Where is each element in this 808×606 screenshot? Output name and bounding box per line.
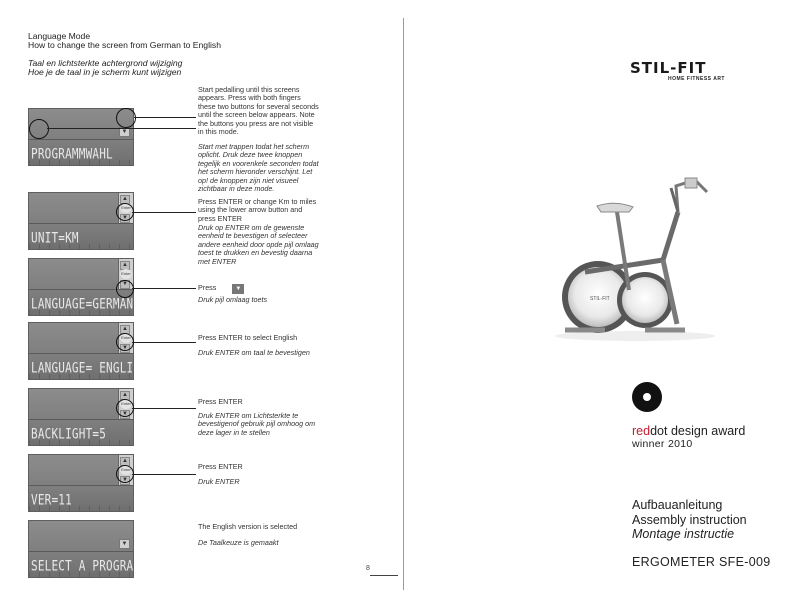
award-rest: design award: [667, 424, 746, 438]
manual-title-en: Assembly instruction: [632, 513, 747, 527]
lcd-readout: BACKLIGHT=5: [31, 425, 107, 442]
manual-title-nl: Montage instructie: [632, 527, 735, 541]
lcd-readout: LANGUAGE= ENGLISH: [31, 359, 134, 376]
lcd-readout: PROGRAMMWAHL: [31, 145, 113, 162]
page-number-rule: [370, 575, 398, 576]
model-name: ERGOMETER SFE-009: [632, 555, 771, 569]
pointer-line: [132, 288, 196, 289]
button-highlight-circle: [116, 108, 136, 128]
award-line-2: winner 2010: [632, 438, 693, 450]
step-7-en-text: The English version is selected: [198, 522, 298, 531]
step-4-en-text: Press ENTER to select English: [198, 333, 298, 342]
manual-title-de: Aufbauanleitung: [632, 498, 723, 512]
button-highlight-circle: [29, 119, 49, 139]
step-1-nl-text: Start met trappen todat het scherm oplic…: [198, 142, 319, 194]
step-3-nl-text: Druk pijl omlaag toets: [198, 295, 268, 304]
display-panel-7: ▼ SELECT A PROGRAM: [28, 520, 134, 578]
svg-text:STIL-FIT: STIL-FIT: [590, 296, 610, 302]
lcd-readout: VER=11: [31, 491, 72, 508]
lcd-readout: UNIT=KM: [31, 229, 79, 246]
step-1-en-text: Start pedalling until this screens appea…: [198, 85, 319, 137]
step-2-en-text: Press ENTER or change Km to miles using …: [198, 197, 317, 223]
pointer-line: [134, 117, 196, 118]
step-3-en-text: Press ▼: [198, 283, 320, 294]
step-3-en-label: Press: [198, 283, 217, 292]
lcd-readout: SELECT A PROGRAM: [31, 557, 134, 574]
award-red-word: red: [632, 424, 651, 438]
display-panel-4: ▲ Enter ▼ LANGUAGE= ENGLISH: [28, 322, 134, 380]
reddot-award-dot: [643, 393, 651, 401]
heading-nl-1: Taal en lichtsterkte achtergrond wijzigi…: [28, 58, 183, 68]
lcd-readout: LANGUAGE=GERMAN: [31, 295, 134, 312]
pointer-line: [132, 212, 196, 213]
award-line-1: reddot design award: [632, 424, 745, 438]
display-panel-5: ▲ Enter ▼ BACKLIGHT=5: [28, 388, 134, 446]
pointer-line: [47, 128, 196, 129]
step-5-en-text: Press ENTER: [198, 397, 243, 406]
pointer-line: [132, 474, 196, 475]
step-5-nl-text: Druk ENTER om Lichtsterkte te bevestigen…: [198, 411, 316, 437]
step-7-nl-text: De Taalkeuze is gemaakt: [198, 538, 279, 547]
brand-tagline: HOME FITNESS ART: [668, 76, 725, 82]
page-number: 8: [366, 565, 370, 572]
pointer-line: [132, 342, 196, 343]
heading-nl-2: Hoe je de taal in je scherm kunt wijzige…: [28, 67, 182, 77]
button-highlight-circle: [116, 280, 134, 298]
heading-en-2: How to change the screen from German to …: [28, 40, 221, 50]
step-6-nl-text: Druk ENTER: [198, 477, 240, 486]
brand-logo: STIL-FIT: [630, 59, 707, 77]
step-2-nl-text: Druk op ENTER om de gewenste eenheid te …: [198, 223, 319, 266]
heading-en-1: Language Mode: [28, 31, 91, 41]
pointer-line: [132, 408, 196, 409]
step-6-en-text: Press ENTER: [198, 462, 243, 471]
step-4-nl-text: Druk ENTER om taal te bevestigen: [198, 348, 310, 357]
award-dot-word: dot: [650, 424, 668, 438]
enter-button: Enter: [120, 269, 132, 279]
display-panel-1: ▼ PROGRAMMWAHL: [28, 108, 134, 166]
display-panel-2: ▲ Enter ▼ UNIT=KM: [28, 192, 134, 250]
exercise-bike-image: STIL-FIT: [555, 177, 715, 341]
page-divider: [403, 18, 404, 590]
display-panel-6: ▲ Enter ▼ VER=11: [28, 454, 134, 512]
down-arrow-icon: ▼: [119, 539, 130, 549]
down-arrow-icon: ▼: [232, 284, 245, 294]
